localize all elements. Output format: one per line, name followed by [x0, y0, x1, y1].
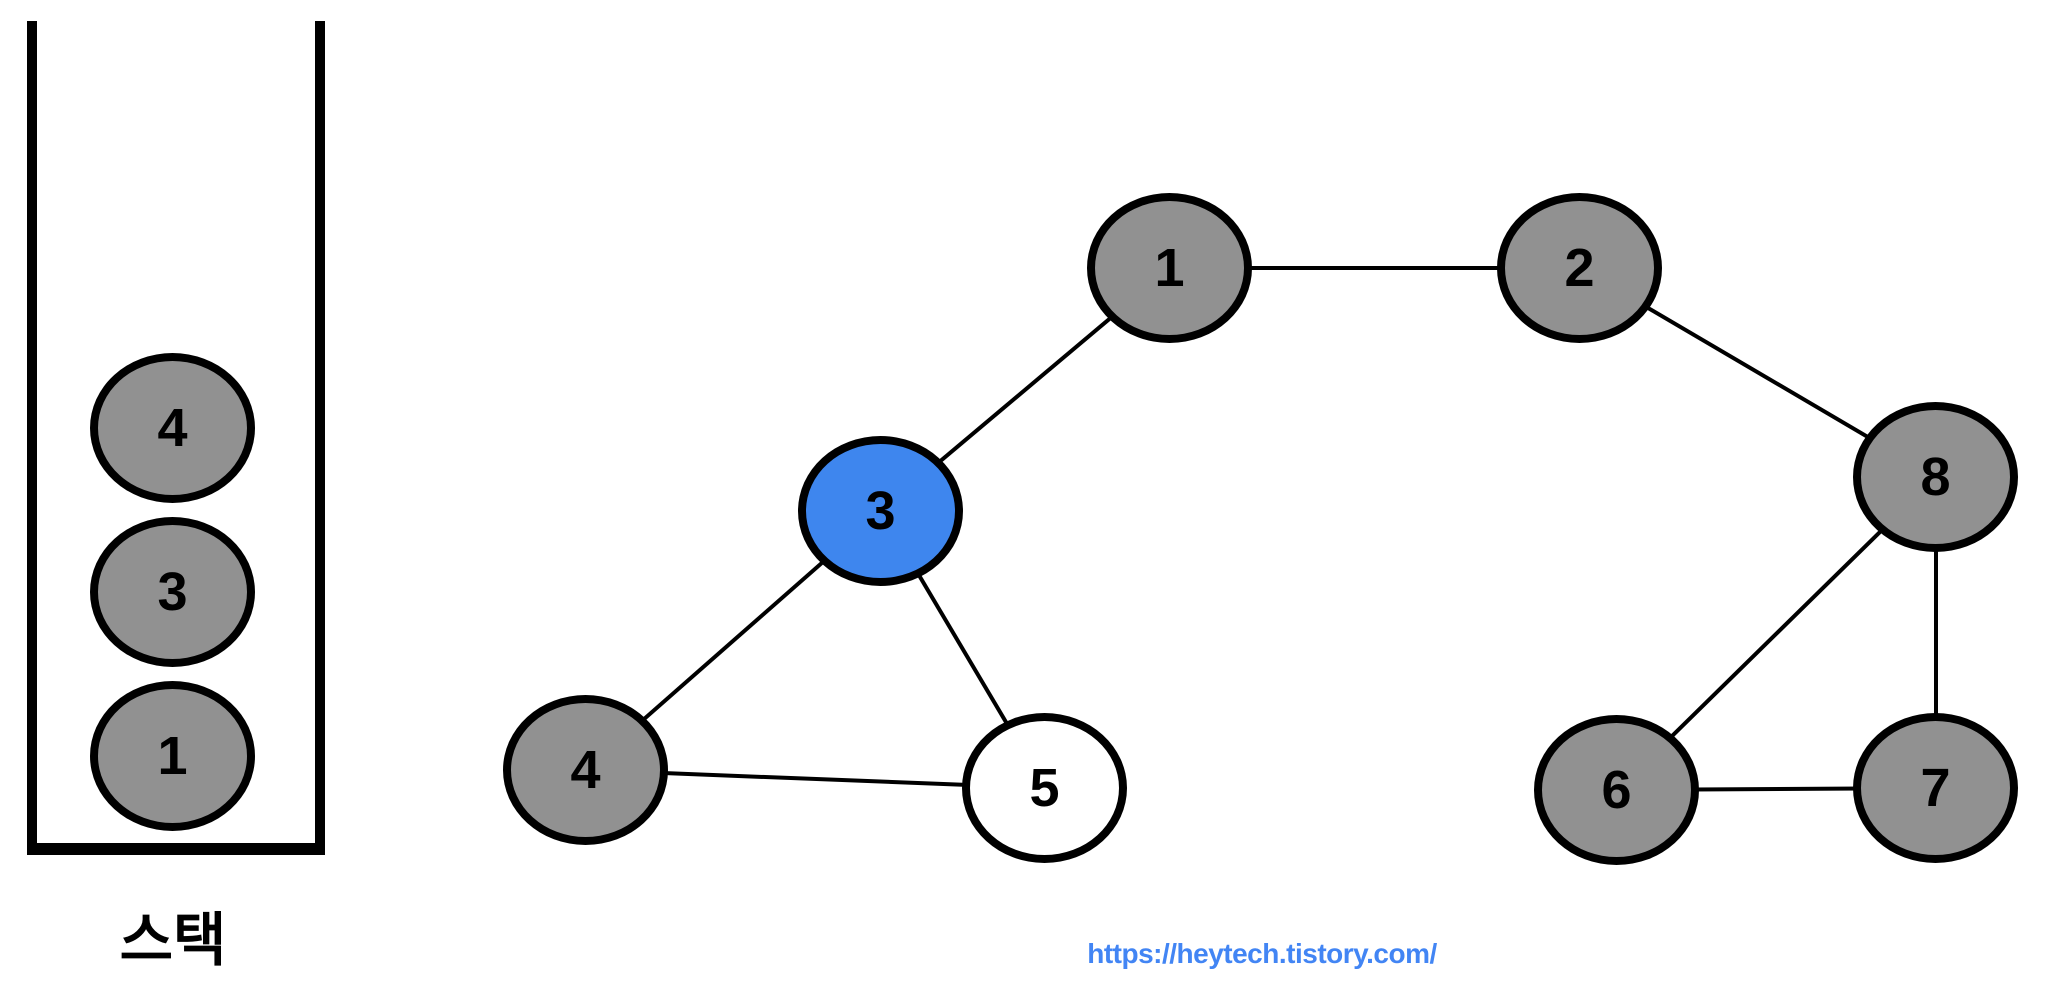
stack-item-4: 4 [90, 353, 255, 503]
graph-node-3-current: 3 [798, 436, 963, 586]
stack-label: 스택 [119, 908, 227, 973]
graph-node-7: 7 [1853, 713, 2018, 863]
graph-node-2: 2 [1497, 193, 1662, 343]
source-url[interactable]: https://heytech.tistory.com/ [1087, 938, 1437, 969]
graph-node-4: 4 [503, 695, 668, 845]
graph-node-1: 1 [1087, 193, 1252, 343]
graph-node-6: 6 [1534, 715, 1699, 865]
stack-item-3: 3 [90, 517, 255, 667]
stack-item-1: 1 [90, 681, 255, 831]
stack-container [27, 21, 325, 855]
graph-node-8: 8 [1853, 402, 2018, 552]
graph-node-5-unvisited: 5 [962, 713, 1127, 863]
